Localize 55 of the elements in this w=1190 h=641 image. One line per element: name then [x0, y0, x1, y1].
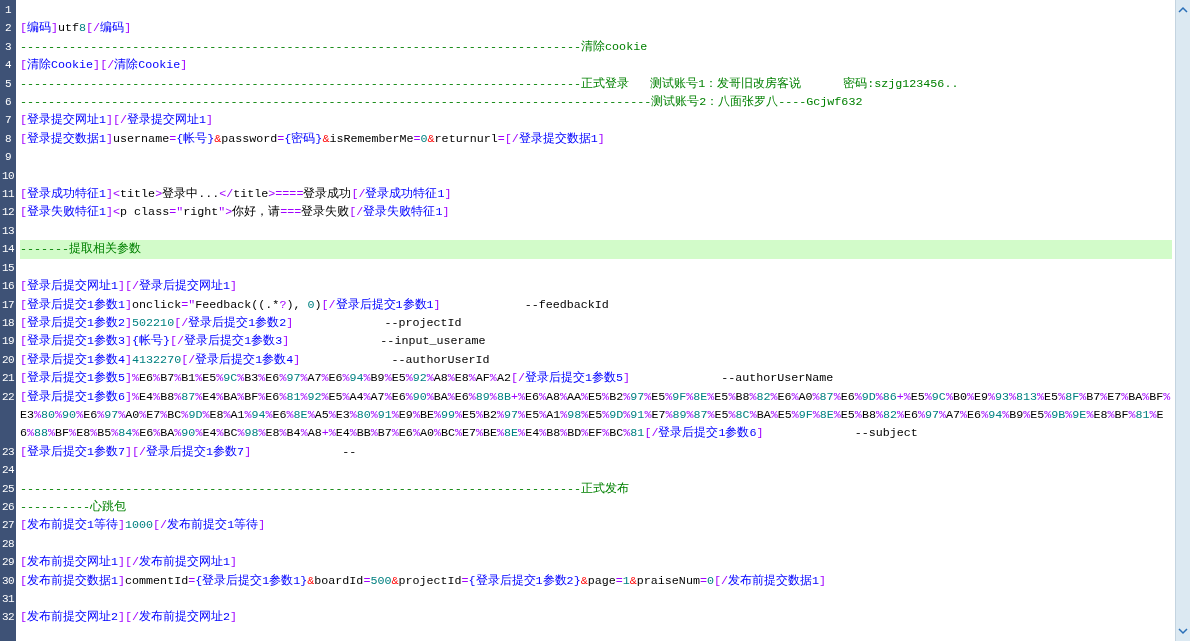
- line-number: 18: [0, 315, 16, 331]
- line-number: 27: [0, 518, 16, 534]
- code-line: [编码]utf8[/编码]: [20, 20, 133, 38]
- code-line: --------------------------------------------------------------------------------正式登录 测试账号1：发哥旧改房客说 密码:szjg123456..: [20, 75, 960, 93]
- code-line: [登录后提交网址1][/登录后提交网址1]: [20, 278, 239, 296]
- line-number: 9: [3, 150, 13, 166]
- code-line: [发布前提交网址1][/发布前提交网址1]: [20, 554, 239, 572]
- line-number: 31: [0, 592, 16, 607]
- line-number: 4: [3, 58, 13, 74]
- line-number: 12: [0, 205, 16, 221]
- code-line: ----------心跳包: [20, 498, 128, 516]
- code-line: [登录提交网址1][/登录提交网址1]: [20, 112, 215, 130]
- line-number: 15: [0, 260, 16, 276]
- line-number: 14: [0, 242, 16, 258]
- line-number: 30: [0, 573, 16, 589]
- code-line: [登录成功特征1]<title>登录中...</title>====登录成功[/登录成功特征1]: [20, 186, 453, 204]
- line-number: 19: [0, 334, 16, 350]
- line-number: 3: [3, 39, 13, 55]
- code-line: ------------------------------------------------------------------------------------------测试账号2：八面张罗八----Gcjwf632: [20, 94, 864, 112]
- code-line: --------------------------------------------------------------------------------清除cookie: [20, 38, 649, 56]
- line-number: 25: [0, 481, 16, 497]
- code-line: [发布前提交网址2][/发布前提交网址2]: [20, 609, 239, 627]
- line-number: 17: [0, 297, 16, 313]
- line-number: 22: [0, 389, 16, 405]
- line-number: 21: [0, 371, 16, 387]
- line-number: 23: [0, 444, 16, 460]
- code-line: [登录后提交1参数5]%E6%B7%B1%E5%9C%B3%E6%97%A7%E6%94%B9%E5%92%A8%E8%AF%A2[/登录后提交1参数5] --authorUserName: [20, 370, 835, 388]
- line-number: 5: [3, 76, 13, 92]
- line-number: 32: [0, 610, 16, 626]
- code-line: [登录提交数据1]username={帐号}&password={密码}&isRememberMe=0&returnurl=[/登录提交数据1]: [20, 130, 606, 148]
- line-number: 28: [0, 536, 16, 552]
- line-number: 7: [3, 113, 13, 129]
- code-line: [登录后提交1参数2]502210[/登录后提交1参数2] --projectId: [20, 314, 463, 332]
- line-number: 11: [0, 187, 16, 203]
- code-line: [登录后提交1参数1]onclick="Feedback((.*?), 0)[/登录后提交1参数1] --feedbackId: [20, 296, 610, 314]
- line-number: 2: [3, 21, 13, 37]
- code-line: [发布前提交数据1]commentId={登录后提交1参数1}&boardId=500&projectId={登录后提交1参数2}&page=1&praiseNum=0[/发布前提交数据1]: [20, 572, 827, 590]
- code-line: [清除Cookie][/清除Cookie]: [20, 57, 189, 75]
- line-number: 1: [3, 3, 13, 18]
- code-line: [发布前提交1等待]1000[/发布前提交1等待]: [20, 517, 267, 535]
- line-number: 24: [0, 463, 16, 479]
- line-number: 29: [0, 555, 16, 571]
- line-number: 13: [0, 223, 16, 239]
- code-line: [登录后提交1参数6]%E4%B8%87%E4%BA%BF%E6%81%92%E5%A4%A7%E6%90%BA%E6%89%8B+%E6%A8%AA%E5%B2%97%E5%9F%8E%E5%B8%82%E6%A0%87%E6%9D%86+%E5%9C%B0%E9%93%813%E5%8F%B7%E7%BA%BF%E3%80%90%E6%97%A0%E7%BC%9D%E8%A1%94%E6%8E%A5%E3%80%91%E9%BE%99%E5%B2%97%E5%A1%98%E5%9D%91%E7%89%87%E5%8C%BA%E5%9F%8E%E5%B8%82%E6%97%A7%E6%94%B9%E5%9B%9E%E8%BF%81%E6%88%BF%E8%B5%84%E6%BA%90%E4%BC%98%E8%B4%A8+%E4%BB%B7%E6%A0%BC%E7%BE%8E%E4%B8%BD%EF%BC%81[/登录后提交1参数6] --subject: [20, 388, 1172, 443]
- code-line: --------------------------------------------------------------------------------正式发布: [20, 480, 631, 498]
- line-number: 20: [0, 352, 16, 368]
- line-number: 10: [0, 168, 16, 184]
- line-number: 8: [3, 131, 13, 147]
- code-line: [登录后提交1参数7][/登录后提交1参数7] --: [20, 443, 358, 461]
- line-number: 26: [0, 499, 16, 515]
- code-line: [登录失败特征1]<p class="right">你好，请===登录失败[/登录失败特征1]: [20, 204, 451, 222]
- code-line: [登录后提交1参数4]4132270[/登录后提交1参数4] --authorUserId: [20, 351, 491, 369]
- code-line: [登录后提交1参数3]{帐号}[/登录后提交1参数3] --input_userame: [20, 333, 487, 351]
- line-number: 6: [3, 95, 13, 111]
- line-number: 16: [0, 279, 16, 295]
